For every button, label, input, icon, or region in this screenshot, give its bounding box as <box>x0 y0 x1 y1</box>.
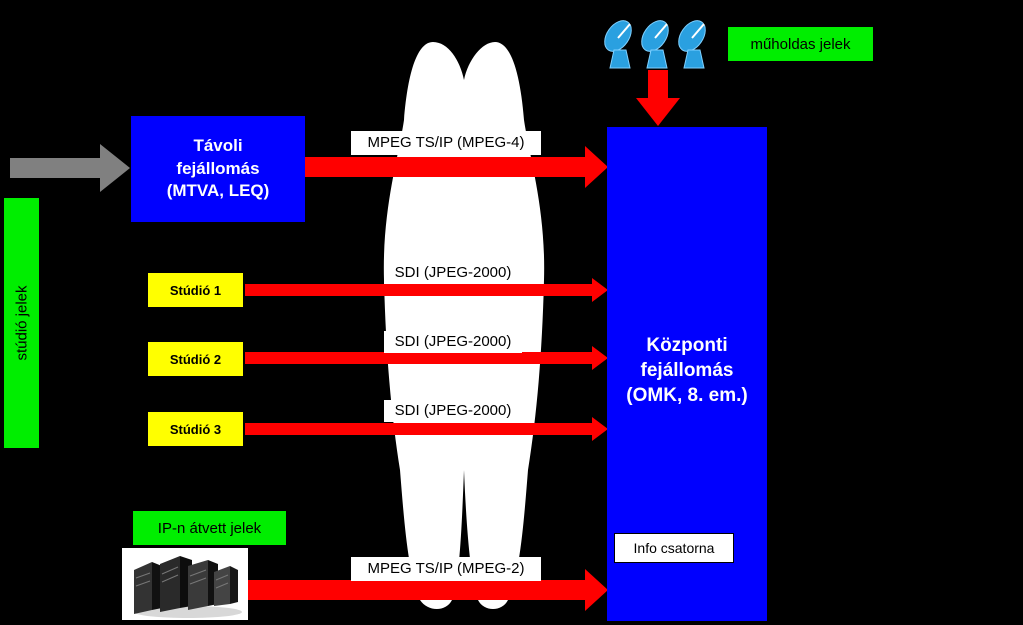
studio-1-link-label: SDI (JPEG-2000) <box>384 262 522 284</box>
studio-1-box: Stúdió 1 <box>147 272 244 308</box>
ip-signals-label: IP-n átvett jelek <box>133 511 286 545</box>
central-station-label: Központi fejállomás (OMK, 8. em.) <box>626 335 748 407</box>
satellite-signals-label: műholdas jelek <box>728 27 873 61</box>
ip-link-arrow <box>245 569 608 611</box>
studio-2-box: Stúdió 2 <box>147 341 244 377</box>
studio3-link-arrow <box>245 417 608 441</box>
server-rack-image <box>122 548 248 620</box>
studio-signals-label: stúdió jelek <box>13 285 30 361</box>
satellite-dishes <box>600 16 716 70</box>
server-rack-icon <box>134 556 242 618</box>
network-cloud <box>383 42 545 609</box>
satellite-dish-icon <box>604 20 706 69</box>
studio-signals-bar: stúdió jelek <box>4 198 39 448</box>
studio-3-box: Stúdió 3 <box>147 411 244 447</box>
remote-link-arrow <box>305 146 608 188</box>
studio-2-link-label: SDI (JPEG-2000) <box>384 331 522 353</box>
remote-link-label: MPEG TS/IP (MPEG-4) <box>351 131 541 155</box>
studio-3-link-label: SDI (JPEG-2000) <box>384 400 522 422</box>
satellite-down-arrow <box>636 70 680 126</box>
studio1-link-arrow <box>245 278 608 302</box>
remote-station-box: Távoli fejállomás (MTVA, LEQ) <box>131 116 305 222</box>
ip-link-label: MPEG TS/IP (MPEG-2) <box>351 557 541 581</box>
studio-input-arrow <box>10 144 130 192</box>
central-station-box: Központi fejállomás (OMK, 8. em.) Info c… <box>607 127 767 621</box>
info-channel-box: Info csatorna <box>614 533 734 563</box>
